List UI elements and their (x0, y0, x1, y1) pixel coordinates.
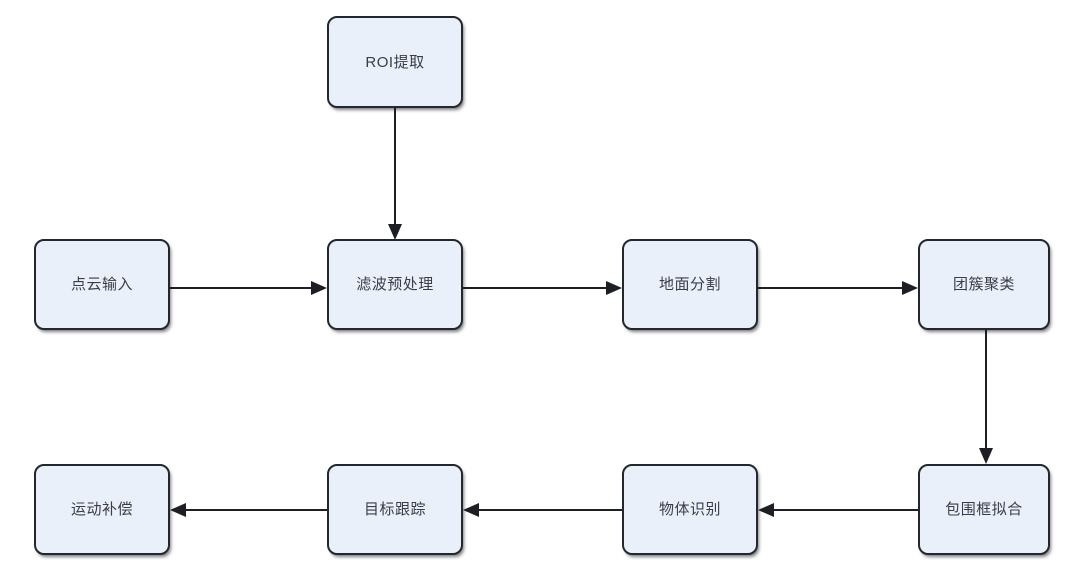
node-ground-segmentation[interactable]: 地面分割 (622, 239, 758, 330)
edge-bbox-to-recog (758, 503, 918, 517)
edge-filter-to-ground (463, 281, 622, 295)
node-filter-preprocessing[interactable]: 滤波预处理 (327, 239, 463, 330)
edge-recog-to-track (463, 503, 622, 517)
node-label: ROI提取 (365, 53, 425, 71)
node-label: 滤波预处理 (356, 276, 434, 293)
node-motion-compensation[interactable]: 运动补偿 (34, 464, 170, 555)
edge-input-to-filter (170, 281, 327, 295)
edge-ground-to-cluster (758, 281, 918, 295)
edge-track-to-motion (170, 503, 327, 517)
node-label: 运动补偿 (70, 501, 133, 518)
node-label: 团簇聚类 (952, 276, 1015, 293)
edge-roi-to-filter (388, 108, 402, 240)
node-bounding-box-fitting[interactable]: 包围框拟合 (918, 464, 1050, 555)
node-roi-extraction[interactable]: ROI提取 (327, 16, 463, 108)
node-target-tracking[interactable]: 目标跟踪 (327, 464, 463, 555)
node-label: 目标跟踪 (363, 501, 426, 518)
node-cluster-clustering[interactable]: 团簇聚类 (918, 239, 1050, 330)
node-object-recognition[interactable]: 物体识别 (622, 464, 758, 555)
node-label: 地面分割 (658, 276, 721, 293)
node-label: 点云输入 (70, 276, 133, 293)
node-point-cloud-input[interactable]: 点云输入 (34, 239, 170, 330)
node-label: 包围框拟合 (945, 501, 1023, 518)
node-label: 物体识别 (658, 501, 721, 518)
edge-cluster-to-bbox (979, 330, 993, 464)
